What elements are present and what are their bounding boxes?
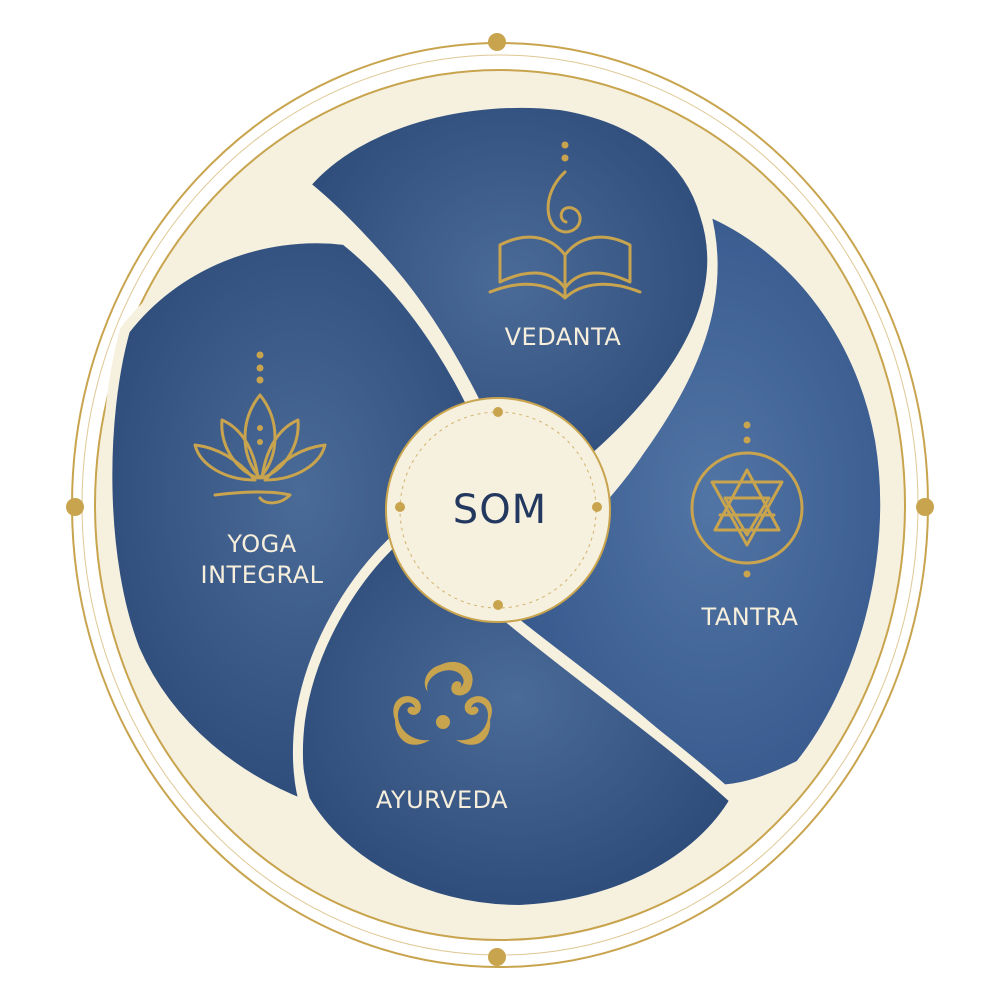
label-integral: INTEGRAL (201, 561, 324, 589)
sri-yantra-icon (690, 421, 804, 578)
segment-yoga-integral[interactable] (102, 233, 501, 814)
center-hub (385, 397, 611, 623)
lotus-icon (193, 351, 327, 505)
ring-dot-right (916, 498, 934, 516)
segment-vedanta[interactable] (297, 97, 718, 506)
center-label: SOM (453, 487, 547, 533)
label-vedanta: VEDANTA (505, 323, 622, 351)
label-tantra: TANTRA (701, 603, 799, 631)
ring-dot-bottom (488, 948, 506, 966)
three-doshas-swirl-icon (393, 661, 492, 745)
label-yoga: YOGA (226, 530, 296, 558)
ring-dot-top (488, 33, 506, 51)
ring-dot-left (66, 498, 84, 516)
label-ayurveda: AYURVEDA (376, 786, 508, 814)
open-book-with-spiral-icon (488, 141, 642, 300)
